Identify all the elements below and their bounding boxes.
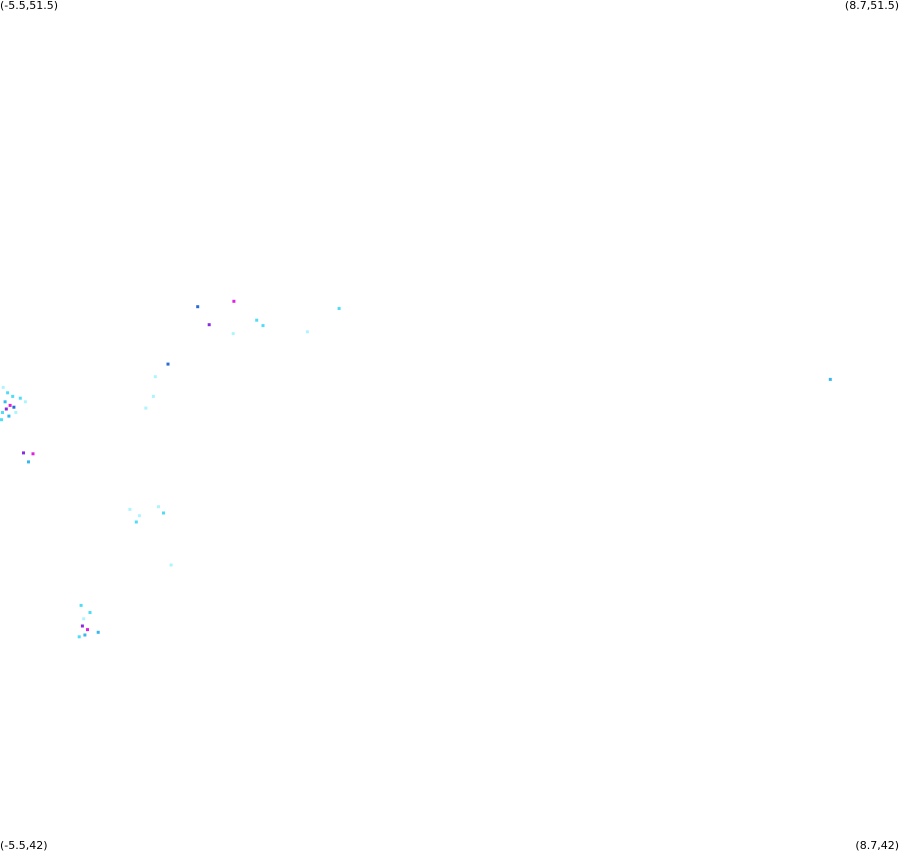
radar-echo-0 [1,385,5,389]
radar-echo-21 [162,511,165,515]
corner-label-top-left: (-5.5,51.5) [0,0,59,12]
radar-echo-6 [12,405,16,409]
radar-echo-23 [82,617,86,621]
corner-label-bottom-right: (8.7,42) [855,839,899,852]
radar-echo-33 [207,323,211,327]
radar-echo-32 [232,299,236,303]
radar-echo-41 [151,394,155,398]
radar-echo-9 [14,411,18,414]
radar-echo-3 [3,400,7,404]
corner-label-top-right: (8.7,51.5) [844,0,899,12]
radar-echo-22 [79,603,83,607]
radar-echo-34 [255,318,259,322]
radar-echo-27 [83,633,87,637]
radar-echo-30 [166,362,170,366]
radar-echo-25 [80,624,84,628]
radar-echo-24 [88,611,92,614]
radar-echo-35 [261,324,265,328]
radar-echo-20 [157,505,160,509]
radar-echo-43 [828,377,832,381]
radar-echo-29 [96,630,100,634]
radar-echo-26 [86,628,89,632]
radar-echo-5 [4,407,8,411]
radar-echo-19 [134,520,138,524]
radar-echo-40 [144,406,148,410]
radar-echo-10 [18,396,22,400]
radar-echo-4 [8,403,12,407]
radar-echo-18 [137,514,141,518]
radar-echo-39 [153,375,157,379]
radar-echo-36 [231,332,235,336]
radar-echo-15 [31,452,35,456]
radar-echo-31 [196,305,200,309]
radar-echo-12 [0,418,3,422]
radar-echo-8 [7,414,11,418]
radar-echo-11 [23,400,27,404]
radar-echo-2 [11,394,15,398]
corner-label-bottom-left: (-5.5,42) [0,839,48,852]
radar-echo-1 [6,391,10,395]
radar-echo-14 [22,451,25,455]
radar-echo-38 [305,330,309,334]
radar-echo-28 [77,635,81,639]
radar-echo-7 [1,411,4,414]
radar-echo-16 [27,460,30,464]
radar-echo-17 [128,507,132,511]
radar-echo-42 [169,563,173,567]
radar-echo-37 [337,307,341,310]
